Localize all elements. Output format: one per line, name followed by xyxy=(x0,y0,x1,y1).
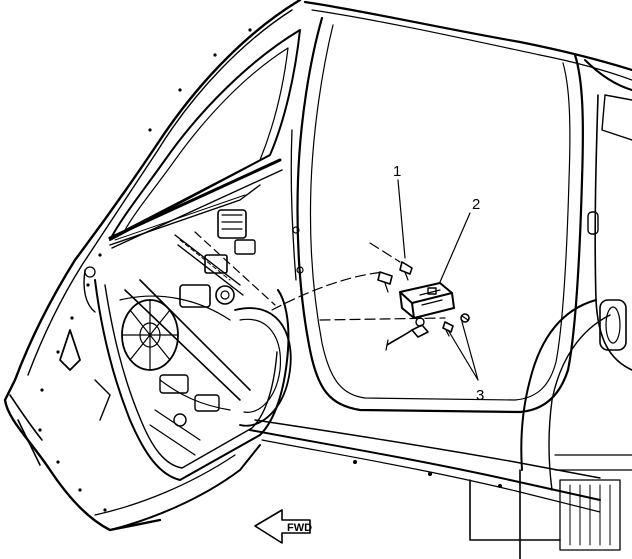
vehicle-body xyxy=(249,0,632,559)
part-2-striker-bracket xyxy=(399,282,455,319)
assembly-leader-lines xyxy=(194,231,446,321)
part-3-screw xyxy=(442,313,470,337)
door-edge-rivets xyxy=(38,28,252,512)
callout-1: 1 xyxy=(393,163,406,259)
callout-1-label: 1 xyxy=(393,163,401,180)
part-1-bolt-lower xyxy=(377,271,393,293)
wire-harness-connector xyxy=(385,317,429,351)
fwd-label: FWD xyxy=(287,522,312,534)
callout-2: 2 xyxy=(439,196,480,283)
front-door xyxy=(3,0,302,532)
callout-2-label: 2 xyxy=(472,196,480,213)
callout-3-label: 3 xyxy=(476,387,484,404)
part-1-bolt xyxy=(399,261,413,281)
pillar-weatherstrip xyxy=(109,184,261,281)
callout-3: 3 xyxy=(447,321,484,404)
striker-assembly xyxy=(377,261,470,351)
fwd-direction-marker: FWD xyxy=(254,509,312,544)
arrow-left-icon xyxy=(254,509,311,544)
window-regulator-wheel xyxy=(121,299,179,371)
